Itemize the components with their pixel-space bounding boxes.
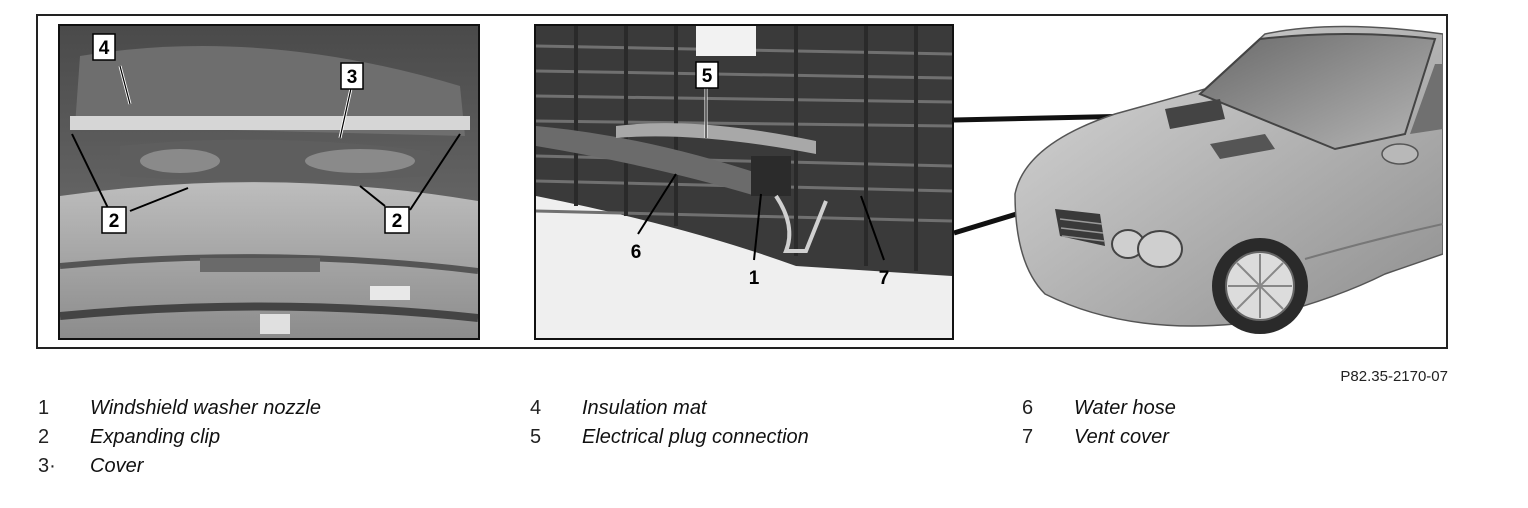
- callout-6: 6: [631, 242, 642, 263]
- svg-text:5: 5: [702, 66, 713, 87]
- legend-item: 4 Insulation mat: [530, 394, 809, 423]
- callout-7: 7: [879, 268, 890, 289]
- callout-4: 4: [92, 33, 116, 61]
- engine-bay-photo: 4 3 2 2: [58, 24, 480, 340]
- car-illustration: [1005, 24, 1443, 344]
- legend-text: Cover: [90, 455, 144, 477]
- legend-item: 7 Vent cover: [1022, 423, 1176, 452]
- legend-item: 5 Electrical plug connection: [530, 423, 809, 452]
- callout-3: 3: [340, 62, 364, 90]
- svg-text:3: 3: [347, 67, 358, 88]
- callout-5: 5: [695, 61, 719, 89]
- callout-2-left: 2: [101, 206, 127, 234]
- nozzle-detail-photo: 5 6 1 7: [534, 24, 954, 340]
- legend-item: 3· Cover: [38, 452, 321, 481]
- svg-text:4: 4: [99, 38, 110, 59]
- legend-text: Electrical plug connection: [582, 426, 809, 448]
- legend-text: Windshield washer nozzle: [90, 397, 322, 419]
- legend-item: 2 Expanding clip: [38, 423, 321, 452]
- legend-number: 4: [530, 397, 542, 419]
- legend-text: Vent cover: [1074, 426, 1169, 448]
- legend-item: 6 Water hose: [1022, 394, 1176, 423]
- legend-text: Expanding clip: [90, 426, 221, 448]
- legend-text: Water hose: [1074, 397, 1176, 419]
- legend-item: 1 Windshield washer nozzle: [38, 394, 321, 423]
- legend-number: 2: [38, 426, 50, 448]
- svg-text:2: 2: [109, 211, 120, 232]
- legend-number: 3·: [38, 455, 56, 477]
- callout-2-right: 2: [384, 206, 410, 234]
- callout-1: 1: [749, 268, 760, 289]
- legend-number: 7: [1022, 426, 1034, 448]
- legend-column: 4 Insulation mat 5 Electrical plug conne…: [530, 394, 809, 452]
- legend-column: 1 Windshield washer nozzle 2 Expanding c…: [38, 394, 321, 481]
- legend-text: Insulation mat: [582, 397, 707, 419]
- figure-code: P82.35-2170-07: [1340, 368, 1448, 385]
- legend-number: 1: [38, 397, 50, 419]
- legend-column: 6 Water hose 7 Vent cover: [1022, 394, 1176, 452]
- legend-number: 6: [1022, 397, 1034, 419]
- svg-text:2: 2: [392, 211, 403, 232]
- legend-number: 5: [530, 426, 542, 448]
